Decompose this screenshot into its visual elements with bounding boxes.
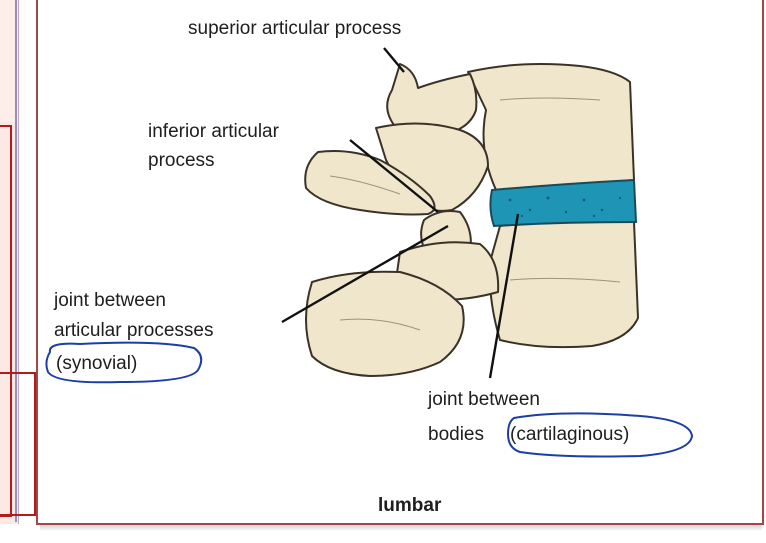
- disc-speckle: [508, 196, 622, 218]
- red-outline-box: [0, 125, 12, 517]
- label-superior-articular-process: superior articular process: [188, 18, 402, 39]
- label-joint-bodies-bodies: bodies: [428, 424, 484, 445]
- lower-vertebral-body: [488, 220, 639, 349]
- left-panel-red-boxes: [0, 0, 40, 524]
- figure-caption: lumbar: [378, 495, 442, 516]
- left-panel-blue-rule: [15, 0, 17, 522]
- label-synovial: (synovial): [56, 353, 138, 374]
- leader-inferior: [349, 139, 439, 213]
- intervertebral-disc: [489, 178, 638, 228]
- label-joint-articular-line1: joint between: [54, 290, 166, 311]
- figure-shadow: [40, 525, 762, 531]
- upper-spinous-process: [304, 150, 436, 216]
- leader-joint-ap: [281, 224, 449, 324]
- red-outline-box-lower: [0, 372, 36, 516]
- upper-vertebral-body: [467, 63, 635, 191]
- leader-joint-bodies: [488, 213, 520, 379]
- lower-spinous-process: [305, 270, 465, 377]
- label-joint-articular-line2: articular processes: [54, 320, 214, 341]
- leader-superior: [383, 47, 405, 73]
- annotation-circle-synovial: [45, 341, 203, 384]
- annotation-circle-cartilaginous: [506, 412, 694, 458]
- left-panel-pink-area: [0, 0, 18, 122]
- label-inferior-articular-line1: inferior articular: [148, 121, 279, 142]
- left-panel-edge: [0, 0, 19, 524]
- label-joint-bodies-line1: joint between: [428, 389, 540, 410]
- label-inferior-articular-line2: process: [148, 150, 215, 171]
- label-cartilaginous: (cartilaginous): [510, 424, 630, 445]
